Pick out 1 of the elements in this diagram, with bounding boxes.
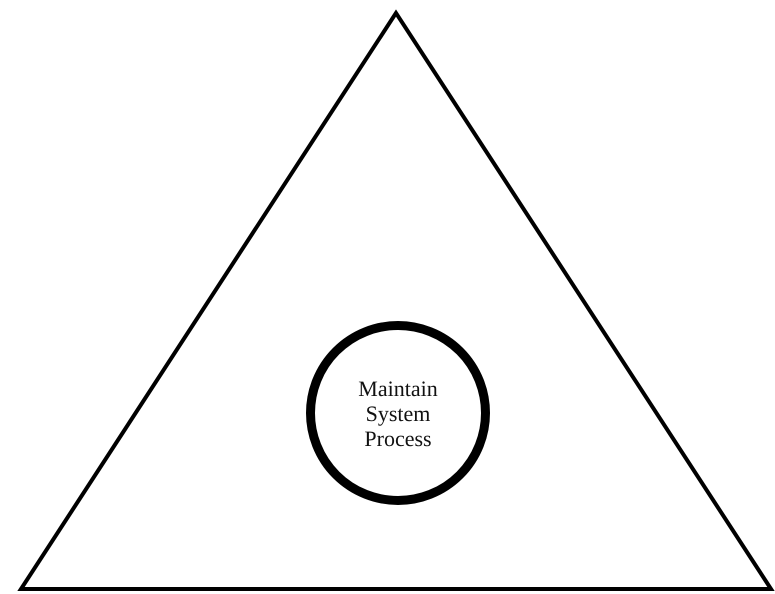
- process-label: Maintain System Process: [357, 376, 439, 450]
